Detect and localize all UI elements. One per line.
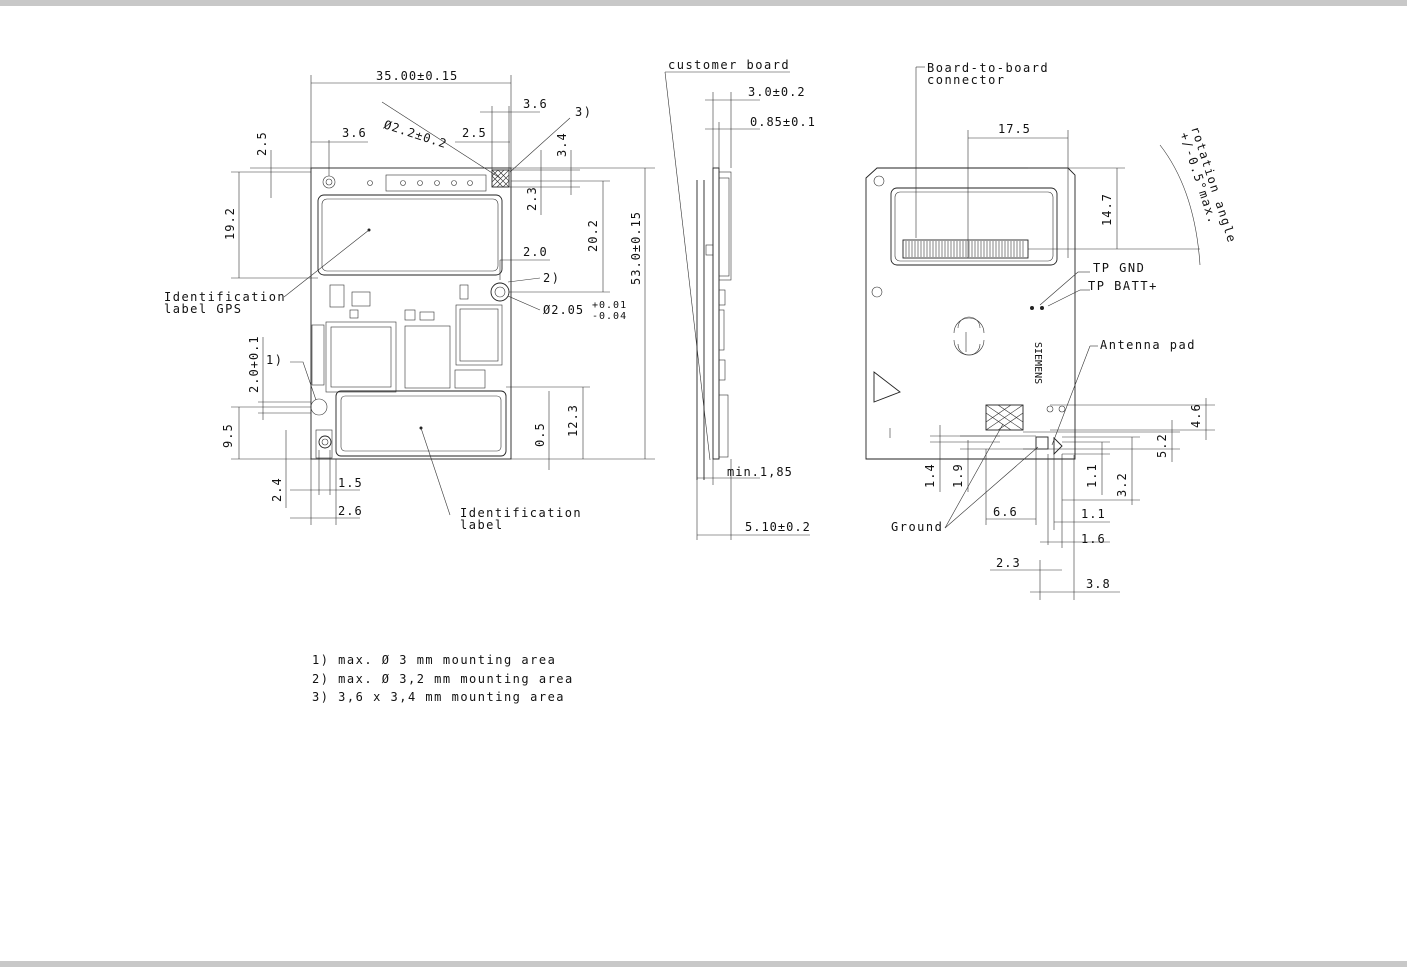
dim-1-5: 1.5 bbox=[338, 476, 363, 490]
ref-1: 1) bbox=[266, 353, 283, 367]
note-1: 1) max. Ø 3 mm mounting area bbox=[312, 653, 556, 667]
id-label-line2: label bbox=[460, 518, 504, 532]
ground-pad bbox=[985, 404, 1024, 431]
dim-hole2: Ø2.05 bbox=[543, 303, 584, 317]
id-label-gps-line2: label GPS bbox=[164, 302, 243, 316]
dim-14-7: 14.7 bbox=[1100, 193, 1114, 226]
dim-3-6-left: 3.6 bbox=[342, 126, 367, 140]
warning-symbol bbox=[873, 371, 901, 403]
dim-3-2: 3.2 bbox=[1115, 472, 1129, 497]
back-board-outline bbox=[865, 167, 1076, 460]
dim-3-0: 3.0±0.2 bbox=[748, 85, 806, 99]
dim-3-8: 3.8 bbox=[1086, 577, 1111, 591]
dim-53: 53.0±0.15 bbox=[629, 211, 643, 285]
dim-2-5-mid: 2.5 bbox=[462, 126, 487, 140]
mounting-hole-1 bbox=[318, 435, 332, 449]
dim-9-5: 9.5 bbox=[221, 423, 235, 448]
dim-1-1-horizontal: 1.1 bbox=[1081, 507, 1106, 521]
dim-5-10: 5.10±0.2 bbox=[745, 520, 811, 534]
antenna-pad-label: Antenna pad bbox=[1100, 338, 1196, 352]
dim-2-0: 2.0 bbox=[523, 245, 548, 259]
dim-2-4: 2.4 bbox=[270, 477, 284, 502]
bottom-rule bbox=[0, 961, 1407, 967]
top-rule bbox=[0, 0, 1407, 6]
dim-2-5-left: 2.5 bbox=[255, 131, 269, 156]
id-label-gps-line1: Identification bbox=[164, 290, 286, 304]
dim-1-1-vertical: 1.1 bbox=[1085, 463, 1099, 488]
dim-3-6-top: 3.6 bbox=[523, 97, 548, 111]
note-3: 3) 3,6 x 3,4 mm mounting area bbox=[312, 690, 565, 704]
connector-label-line1: Board-to-board bbox=[927, 61, 1049, 75]
ref-3: 3) bbox=[575, 105, 592, 119]
dim-12-3: 12.3 bbox=[566, 404, 580, 437]
dim-0-5: 0.5 bbox=[533, 422, 547, 447]
dim-2-3: 2.3 bbox=[525, 186, 539, 211]
top-shield bbox=[317, 194, 503, 276]
brand-mark: SIEMENS bbox=[1032, 342, 1043, 384]
dim-6-6: 6.6 bbox=[993, 505, 1018, 519]
back-view: SIEMENS bbox=[865, 61, 1239, 600]
dim-hole-diameter: Ø2.2±0.2 bbox=[382, 118, 449, 152]
side-view: customer board 3.0±0.2 0.85±0.1 min.1,85… bbox=[664, 58, 816, 540]
dim-2-0-tol: 2.0+0.1 bbox=[247, 335, 261, 393]
mounting-hole-2 bbox=[490, 282, 510, 302]
dim-19-2: 19.2 bbox=[223, 207, 237, 240]
dim-hole2-tol-plus: +0.01 bbox=[592, 300, 627, 311]
dim-3-4: 3.4 bbox=[555, 132, 569, 157]
mounting-area-3 bbox=[491, 169, 510, 188]
dim-width: 35.00±0.15 bbox=[376, 69, 458, 83]
notes: 1) max. Ø 3 mm mounting area 2) max. Ø 3… bbox=[312, 653, 574, 704]
ref-2: 2) bbox=[543, 271, 560, 285]
tp-gnd-label: TP GND bbox=[1093, 261, 1145, 275]
dim-0-85: 0.85±0.1 bbox=[750, 115, 816, 129]
front-view: 35.00±0.15 Ø2.2±0.2 3.6 3) 2.5 3.6 2.5 3… bbox=[164, 69, 655, 532]
board-to-board-connector bbox=[902, 239, 1029, 259]
dim-1-6: 1.6 bbox=[1081, 532, 1106, 546]
bottom-shield bbox=[335, 390, 507, 457]
dim-2-6: 2.6 bbox=[338, 504, 363, 518]
dim-min: min.1,85 bbox=[727, 465, 793, 479]
dim-2-3-back: 2.3 bbox=[996, 556, 1021, 570]
dim-17-5: 17.5 bbox=[998, 122, 1031, 136]
dim-1-4: 1.4 bbox=[923, 463, 937, 488]
dim-20-2: 20.2 bbox=[586, 219, 600, 252]
dim-5-2: 5.2 bbox=[1155, 433, 1169, 458]
tp-batt-label: TP BATT+ bbox=[1088, 279, 1158, 293]
customer-board-label: customer board bbox=[668, 58, 790, 72]
id-label-line1: Identification bbox=[460, 506, 582, 520]
front-board-outline bbox=[310, 167, 512, 460]
ground-label: Ground bbox=[891, 520, 943, 534]
connector-label-line2: connector bbox=[927, 73, 1006, 87]
dim-hole2-tol-minus: -0.04 bbox=[592, 311, 627, 322]
dim-1-9: 1.9 bbox=[951, 463, 965, 488]
connector-frame bbox=[890, 187, 1058, 266]
note-2: 2) max. Ø 3,2 mm mounting area bbox=[312, 672, 574, 686]
dim-4-6: 4.6 bbox=[1189, 403, 1203, 428]
side-board bbox=[712, 167, 720, 460]
